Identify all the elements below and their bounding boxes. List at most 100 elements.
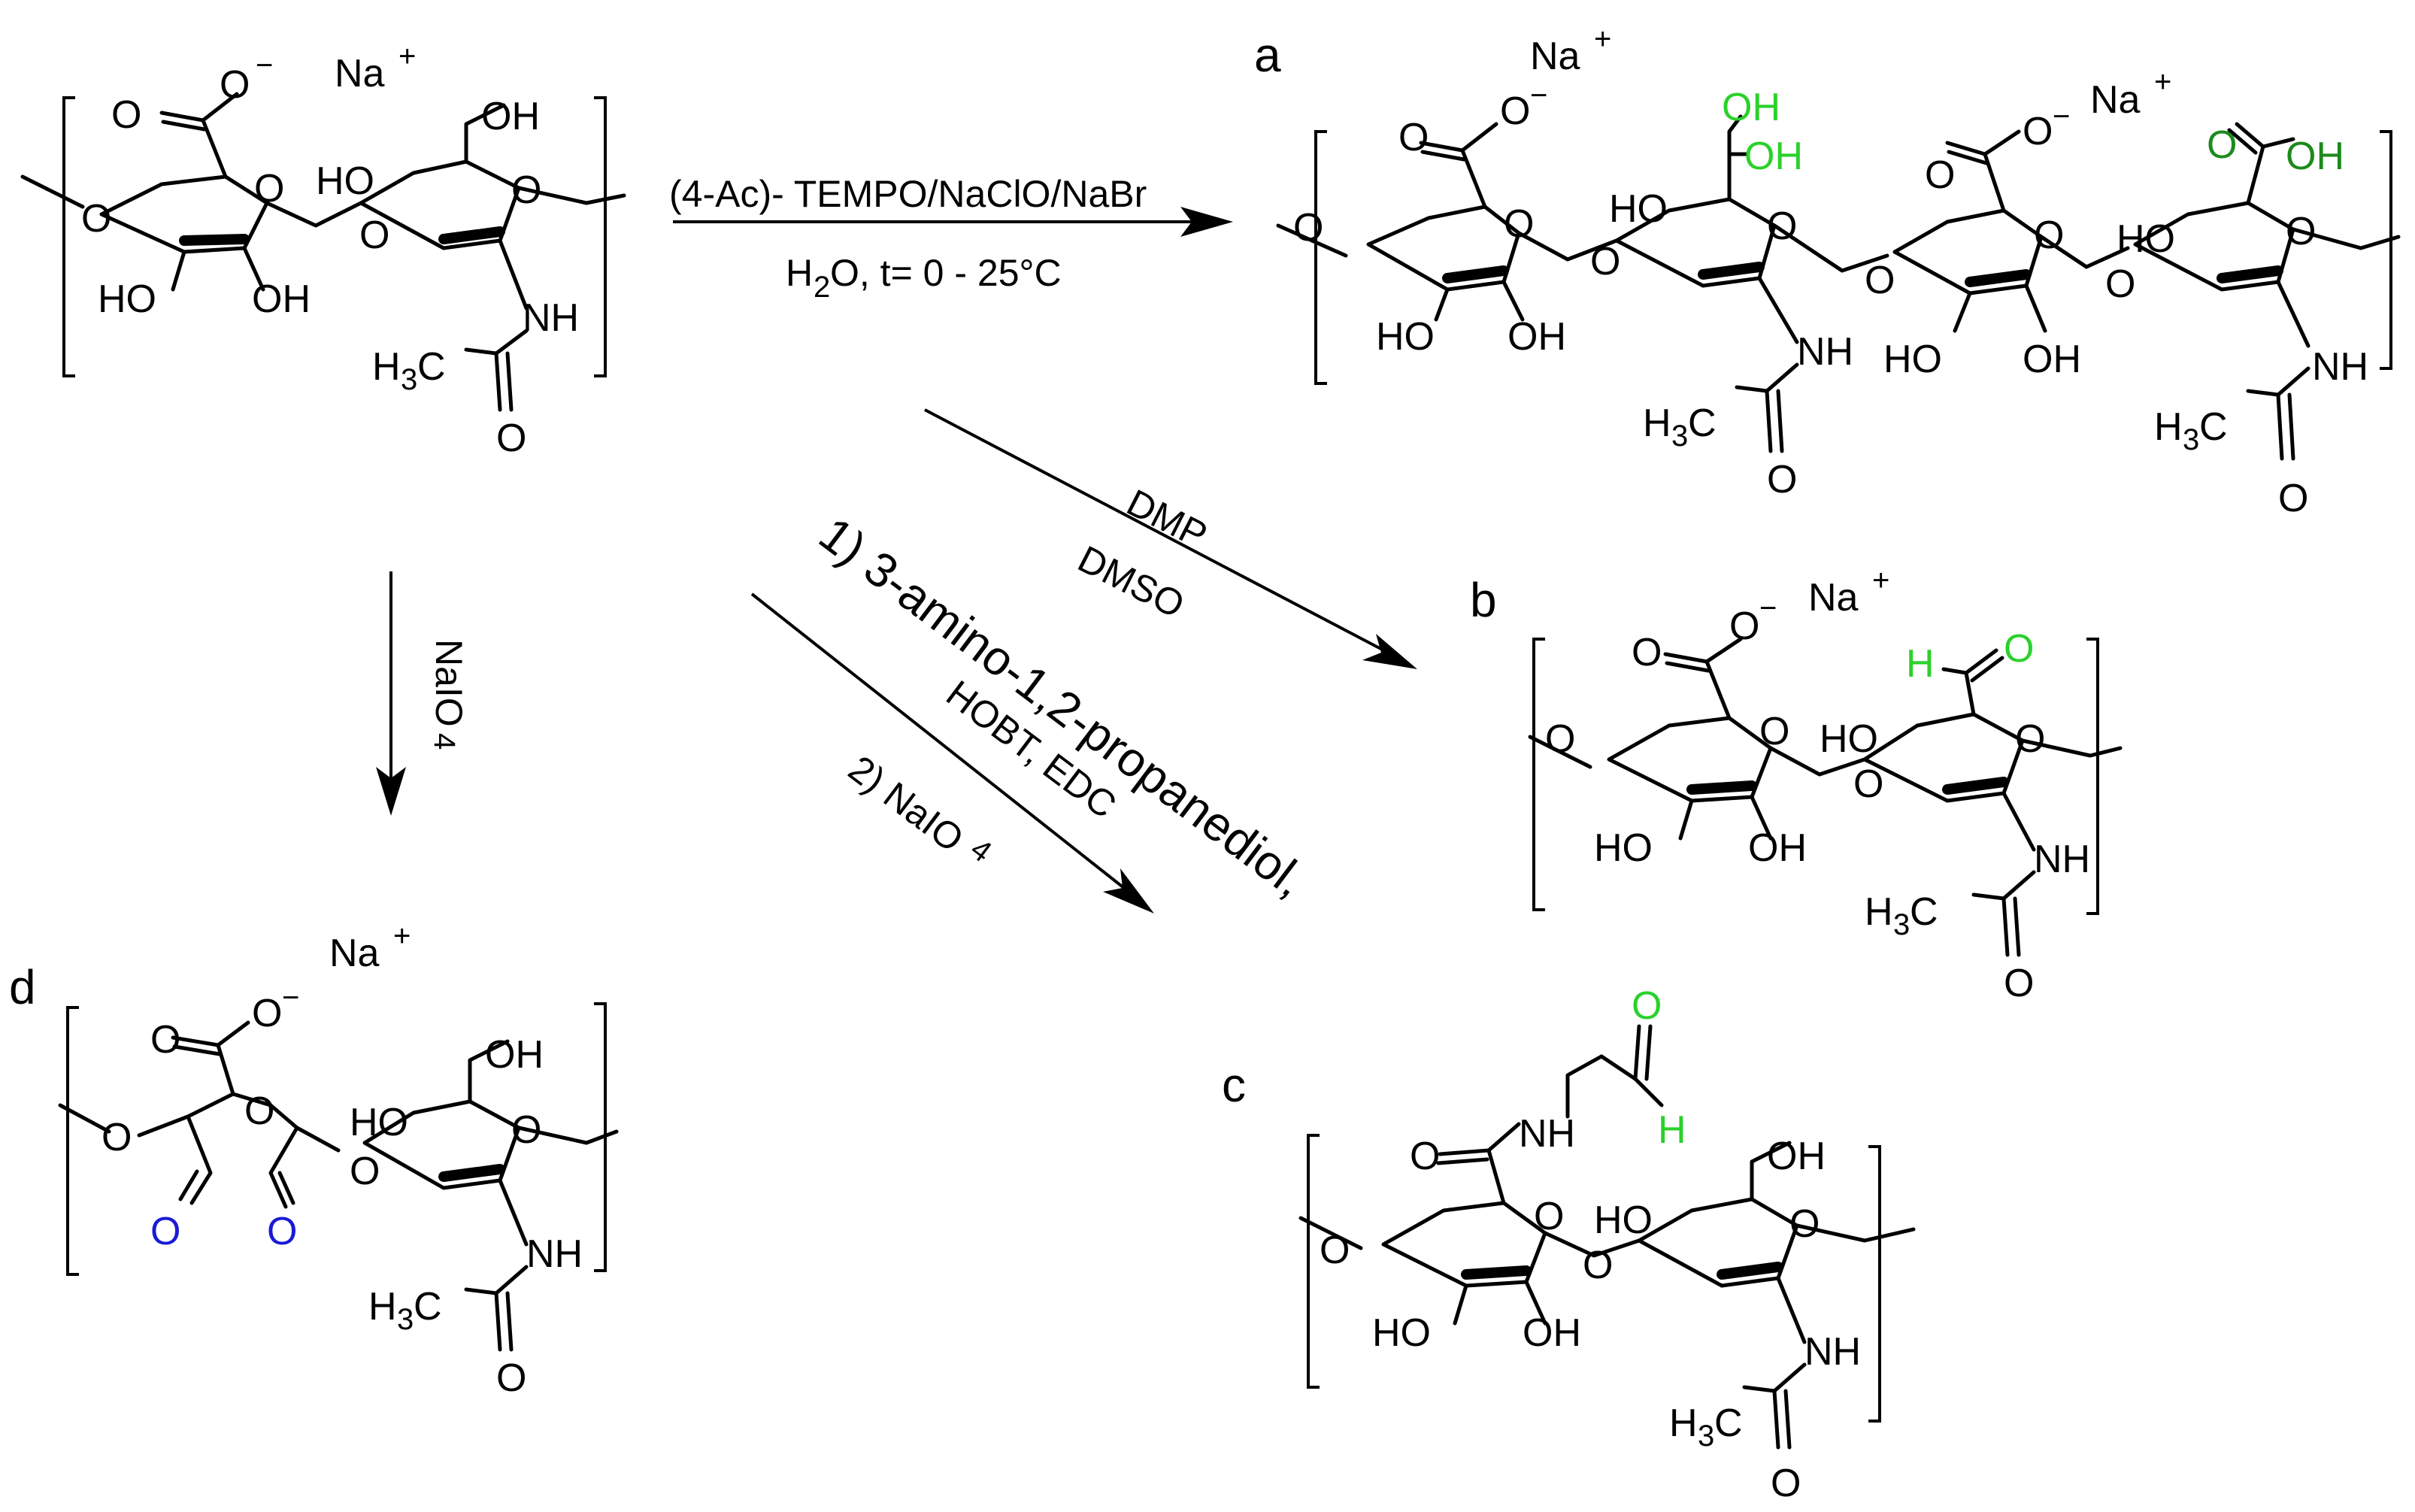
arrow-naio4: NaIO 4 — [376, 571, 470, 816]
c-ch2oh: OH — [1767, 1135, 1826, 1178]
d-blue-O2: O — [267, 1210, 297, 1253]
b-NH: NH — [2034, 838, 2090, 881]
a-NH-1: NH — [1797, 330, 1853, 374]
sm-ring-O-left: O — [254, 167, 284, 211]
b-O-left: O — [1545, 717, 1575, 761]
a-dkgreen-O: O — [2207, 123, 2237, 167]
water-H: H — [786, 252, 813, 294]
c-OH-1: OH — [1523, 1311, 1581, 1355]
b-green-H: H — [1906, 642, 1935, 686]
a-c3-minus: − — [2053, 100, 2070, 133]
b-na: Na — [1808, 576, 1859, 620]
d-c-O: O — [150, 1018, 180, 1062]
c-acetyl-O: O — [1771, 1462, 1801, 1505]
label-a: a — [1254, 28, 1281, 82]
a-HO-r2: HO — [1609, 187, 1668, 231]
a-h3c1-H: H — [1643, 401, 1671, 445]
a-h3c2-3: 3 — [2183, 423, 2199, 456]
d-acetyl-O: O — [496, 1356, 526, 1400]
c-green-O: O — [1632, 984, 1662, 1028]
a-h3c2-H: H — [2154, 405, 2183, 449]
c-HO-r2: HO — [1594, 1198, 1653, 1242]
d-ether-O: O — [244, 1089, 274, 1133]
c-h3c-3: 3 — [1698, 1420, 1714, 1453]
a-glyco-O1: O — [1590, 240, 1620, 283]
a-O-left: O — [1293, 206, 1323, 250]
product-d: d Na + O O − OH O O HO O O O O NH H 3 — [9, 920, 619, 1400]
label-d: d — [9, 960, 36, 1014]
sm-ring-O-right: O — [511, 168, 541, 212]
c-r1-O: O — [1534, 1195, 1564, 1238]
a-HO-1: HO — [1376, 315, 1435, 359]
sm-minus: − — [256, 49, 273, 82]
label-b: b — [1470, 573, 1497, 627]
c-amide-O: O — [1410, 1135, 1440, 1178]
product-a: a — [1254, 23, 2401, 520]
a-h3c1-C: C — [1688, 401, 1717, 445]
d-h3c-H: H — [368, 1285, 397, 1329]
d-minus: − — [282, 981, 299, 1014]
sm-link-O-left: O — [81, 197, 111, 241]
c-HO-1: HO — [1372, 1311, 1431, 1355]
a-na2-plus: + — [2154, 65, 2171, 98]
product-c: c O H NH O OH O O HO O O HO OH N — [1222, 984, 1916, 1505]
sm-h3c-3: 3 — [401, 363, 417, 396]
naio4-4: 4 — [428, 733, 461, 750]
a-NH-2: NH — [2312, 345, 2368, 389]
c-NH: NH — [1519, 1112, 1575, 1156]
sm-carboxylate-O: O — [220, 63, 250, 107]
dmso-label: DMSO — [1071, 538, 1191, 626]
naio4-label: NaIO — [428, 639, 470, 727]
a-HO-r4: HO — [2117, 217, 2175, 261]
d-h3c-3: 3 — [397, 1303, 414, 1336]
b-r2-O: O — [2015, 717, 2045, 761]
b-c-Om: O — [1729, 604, 1759, 648]
a-c1-Om: O — [1500, 89, 1530, 133]
a-green-OH1: OH — [1722, 86, 1780, 129]
c-green-H: H — [1658, 1108, 1686, 1152]
starting-material: O O − Na + OH O O HO O O HO OH NH H 3 C … — [20, 40, 626, 460]
water-rest: O, t= 0 - 25°C — [830, 252, 1062, 294]
a-acetyl-O1: O — [1767, 458, 1797, 501]
b-h3c-C: C — [1910, 890, 1938, 934]
a-glyco-O2: O — [1865, 259, 1895, 302]
b-h3c-H: H — [1865, 890, 1893, 934]
a-na1-plus: + — [1594, 23, 1611, 56]
a-OH-1: OH — [1507, 315, 1566, 359]
arrow-tempo: (4-Ac)- TEMPO/NaClO/NaBr H 2 O, t= 0 - 2… — [669, 173, 1233, 304]
a-green-OH2: OH — [1744, 135, 1803, 178]
d-NH: NH — [526, 1232, 583, 1276]
a-r4-O: O — [2286, 210, 2316, 253]
b-na-plus: + — [1872, 564, 1889, 597]
c-glyco-O: O — [1583, 1244, 1613, 1287]
d-glyco-O: O — [350, 1150, 380, 1193]
label-c: c — [1222, 1058, 1246, 1112]
b-HO-1: HO — [1594, 826, 1653, 870]
a-glyco-O3: O — [2105, 262, 2135, 306]
b-OH-1: OH — [1748, 826, 1807, 870]
b-glyco-O: O — [1853, 762, 1883, 806]
a-OH-2: OH — [2023, 338, 2081, 381]
dmp-label: DMP — [1120, 481, 1214, 556]
a-dkgreen-OH: OH — [2286, 135, 2344, 178]
sm-NH: NH — [523, 296, 579, 340]
sm-OH-1: OH — [252, 277, 311, 321]
c-h3c-H: H — [1669, 1401, 1698, 1445]
a-h3c1-3: 3 — [1671, 420, 1688, 453]
c-NH-2: NH — [1804, 1330, 1861, 1374]
c-h3c-C: C — [1714, 1401, 1743, 1445]
sm-na-plus: + — [398, 40, 416, 73]
sm-h3c-H: H — [372, 345, 401, 389]
a-HO-2: HO — [1883, 338, 1942, 381]
sm-h3c-C: C — [417, 345, 446, 389]
sm-acetyl-O: O — [496, 417, 526, 460]
sm-glyco-O: O — [359, 214, 389, 257]
sm-na: Na — [335, 52, 385, 95]
d-O-left: O — [102, 1116, 132, 1159]
b-HO-r2: HO — [1820, 717, 1878, 761]
d-na-plus: + — [393, 920, 411, 953]
c-r2-O: O — [1789, 1202, 1820, 1246]
sm-ch2oh: OH — [481, 95, 540, 138]
a-c3-Om: O — [2023, 110, 2053, 153]
